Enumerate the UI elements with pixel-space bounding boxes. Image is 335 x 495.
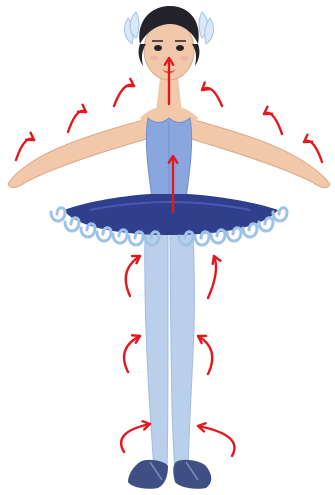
bodice <box>146 118 191 198</box>
curved-arrow-icon-right-arm <box>202 83 222 107</box>
right-arm <box>188 118 330 188</box>
tutu-frill-loop <box>129 232 143 245</box>
ballet-shoes <box>128 460 211 489</box>
left-arm <box>8 118 150 188</box>
legs <box>145 228 195 470</box>
curved-arrow-icon-right-knee <box>198 336 212 374</box>
tutu-frill-loop <box>81 224 95 237</box>
curved-arrow-icon-left-arm <box>114 79 134 106</box>
tutu-frill-loop <box>97 228 111 241</box>
curved-arrow-icon-left-arm <box>68 105 86 132</box>
curved-arrow-icon-right-thigh <box>208 256 220 298</box>
tutu-frill-loop <box>113 230 127 243</box>
curved-arrow-icon-left-thigh <box>126 256 140 296</box>
tutu-skirt <box>51 194 287 245</box>
curved-arrow-icon-left-ankle <box>121 421 150 452</box>
tutu-frill-loop <box>65 218 79 231</box>
tutu-frill-loop <box>51 208 65 221</box>
curved-arrow-icon-right-arm <box>264 107 282 134</box>
curved-arrow-icon-left-arm <box>16 133 34 160</box>
curved-arrow-icon-left-knee <box>124 335 140 372</box>
curved-arrow-icon-right-arm <box>304 135 322 162</box>
curved-arrow-icon-right-ankle <box>198 423 234 456</box>
